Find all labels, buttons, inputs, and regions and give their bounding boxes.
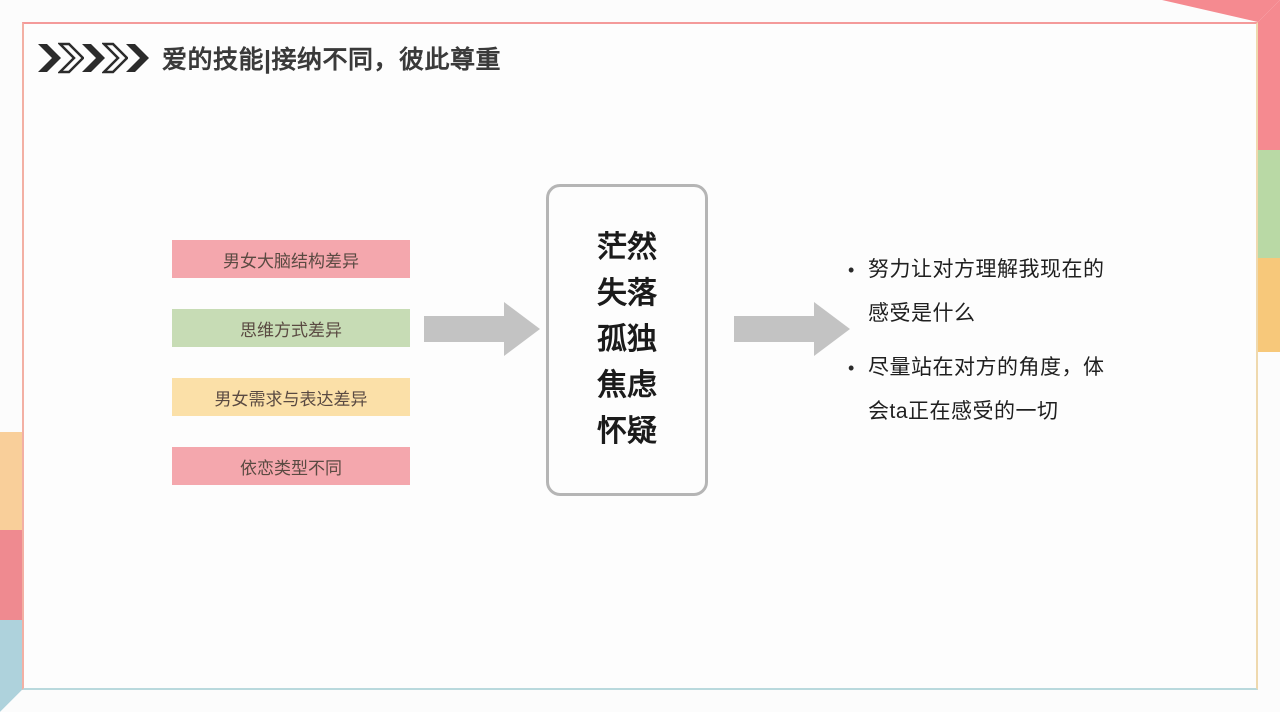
emotion-word: 茫然 [597, 231, 657, 264]
condition-box-2: 思维方式差异 [172, 309, 410, 347]
condition-label: 男女大脑结构差异 [223, 251, 359, 271]
emotion-word: 孤独 [597, 323, 657, 356]
chevron-right-icon [38, 44, 61, 72]
bullet-text: 努力让对方理解我现在的感受是什么 [868, 258, 1105, 325]
emotion-word: 怀疑 [597, 415, 657, 448]
band-top-pink [1162, 0, 1280, 22]
condition-label: 男女需求与表达差异 [214, 389, 368, 409]
band-right-yellow [1258, 258, 1280, 352]
bullet-text: 尽量站在对方的角度，体会ta正在感受的一切 [868, 356, 1105, 423]
chevron-right-icon [82, 44, 105, 72]
band-top [0, 0, 1280, 22]
chevron-decoration [36, 41, 149, 75]
band-left-yellow [0, 432, 22, 530]
emotion-box: 茫然 失落 孤独 焦虑 怀疑 [546, 184, 708, 496]
arrow-right-icon-1 [424, 302, 540, 356]
band-left-blue [0, 620, 22, 712]
bullet-marker: • [848, 358, 855, 378]
condition-label: 依恋类型不同 [240, 458, 342, 478]
emotion-word: 焦虑 [597, 369, 657, 402]
list-item: • 努力让对方理解我现在的感受是什么 [848, 248, 1110, 336]
list-item: • 尽量站在对方的角度，体会ta正在感受的一切 [848, 346, 1110, 434]
chevron-right-icon [58, 42, 84, 74]
title-row: 爱的技能|接纳不同，彼此尊重 [36, 40, 501, 76]
band-right-white [1258, 352, 1280, 712]
condition-box-1: 男女大脑结构差异 [172, 240, 410, 278]
band-left-white [0, 0, 22, 432]
band-right-green [1258, 150, 1280, 258]
emotion-word: 失落 [597, 277, 657, 310]
condition-label: 思维方式差异 [240, 320, 342, 340]
page-title: 爱的技能|接纳不同，彼此尊重 [162, 46, 501, 74]
chevron-right-icon [126, 44, 149, 72]
advice-bullet-list: • 努力让对方理解我现在的感受是什么 • 尽量站在对方的角度，体会ta正在感受的… [848, 248, 1110, 444]
band-right-pink [1258, 0, 1280, 150]
arrow-right-icon-2 [734, 302, 850, 356]
chevron-right-icon [102, 42, 128, 74]
bullet-marker: • [848, 260, 855, 280]
band-bottom [0, 690, 1280, 712]
condition-list: 男女大脑结构差异 思维方式差异 男女需求与表达差异 依恋类型不同 [172, 240, 410, 485]
condition-box-3: 男女需求与表达差异 [172, 378, 410, 416]
condition-box-4: 依恋类型不同 [172, 447, 410, 485]
band-left-red [0, 530, 22, 620]
